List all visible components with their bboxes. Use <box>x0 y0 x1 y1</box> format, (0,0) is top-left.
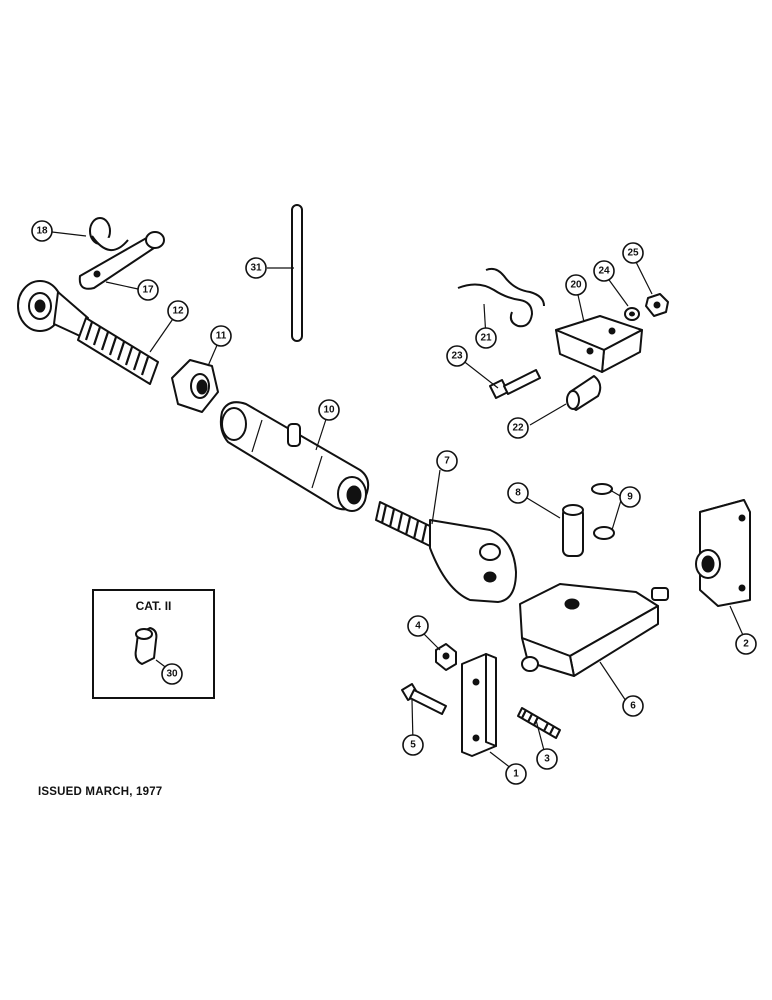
svg-text:11: 11 <box>216 331 227 342</box>
callout-8: 8 <box>507 482 529 504</box>
part-clevis-pin <box>78 231 165 290</box>
svg-text:4: 4 <box>415 621 421 632</box>
part-stud <box>517 707 561 739</box>
part-spring-clip <box>457 267 545 328</box>
callout-10: 10 <box>318 399 340 421</box>
part-threaded-clevis <box>375 501 517 603</box>
part-hex-nut <box>171 359 219 413</box>
part-rod <box>291 204 303 342</box>
callout-18: 18 <box>31 220 53 242</box>
part-bushing <box>566 375 602 411</box>
callout-20: 20 <box>565 274 587 296</box>
callout-6: 6 <box>622 695 644 717</box>
callout-9: 9 <box>619 486 641 508</box>
callout-7: 7 <box>436 450 458 472</box>
part-turnbuckle <box>219 401 370 512</box>
svg-text:18: 18 <box>36 226 48 237</box>
part-small-nut <box>435 643 457 671</box>
part-rod-end <box>17 280 159 385</box>
callout-4: 4 <box>407 615 429 637</box>
svg-text:20: 20 <box>570 280 582 291</box>
part-lock-nut <box>645 293 669 317</box>
svg-text:8: 8 <box>515 488 521 499</box>
svg-text:1: 1 <box>513 769 519 780</box>
issued-date: ISSUED MARCH, 1977 <box>38 786 163 798</box>
callout-17: 17 <box>137 279 159 301</box>
part-bracket <box>555 315 643 373</box>
svg-text:21: 21 <box>480 333 492 344</box>
callout-1: 1 <box>505 763 527 785</box>
callout-30: 30 <box>161 663 183 685</box>
svg-text:2: 2 <box>743 639 749 650</box>
svg-text:3: 3 <box>544 754 550 765</box>
svg-text:17: 17 <box>142 285 154 296</box>
svg-text:6: 6 <box>630 701 636 712</box>
cat-ii-inset: CAT. II <box>92 589 215 699</box>
callout-23: 23 <box>446 345 468 367</box>
part-cross-shaft <box>519 583 669 677</box>
callout-31: 31 <box>245 257 267 279</box>
part-bolt <box>489 369 541 399</box>
callout-2: 2 <box>735 633 757 655</box>
callout-22: 22 <box>507 417 529 439</box>
part-washer <box>624 307 640 321</box>
svg-text:24: 24 <box>598 266 610 277</box>
svg-text:25: 25 <box>627 248 639 259</box>
svg-text:10: 10 <box>323 405 335 416</box>
svg-text:22: 22 <box>512 423 524 434</box>
svg-text:9: 9 <box>627 492 633 503</box>
inset-title: CAT. II <box>135 599 172 613</box>
callout-25: 25 <box>622 242 644 264</box>
svg-text:31: 31 <box>250 263 262 274</box>
part-pin <box>562 504 584 557</box>
callout-21: 21 <box>475 327 497 349</box>
svg-text:12: 12 <box>172 306 184 317</box>
svg-text:7: 7 <box>444 456 450 467</box>
part-inset-bushing <box>134 627 158 665</box>
callout-3: 3 <box>536 748 558 770</box>
callout-12: 12 <box>167 300 189 322</box>
svg-text:23: 23 <box>451 351 463 362</box>
part-snap-rings <box>591 483 615 540</box>
callout-24: 24 <box>593 260 615 282</box>
svg-text:5: 5 <box>410 740 416 751</box>
part-cap-screw <box>401 683 447 715</box>
part-lynch-pin <box>89 217 129 251</box>
svg-text:30: 30 <box>166 669 178 680</box>
part-flange-plate <box>695 499 751 607</box>
callout-11: 11 <box>210 325 232 347</box>
callout-5: 5 <box>402 734 424 756</box>
part-plate <box>461 653 497 757</box>
